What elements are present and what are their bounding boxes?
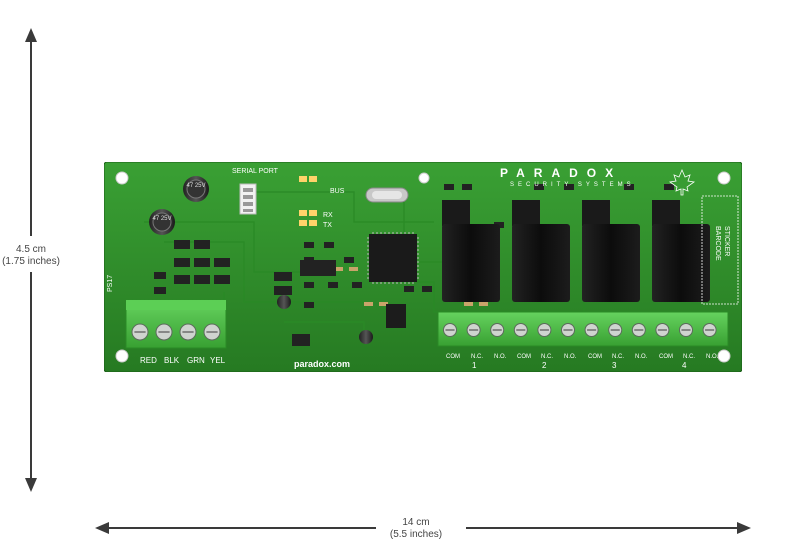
capacitor-value: 47 25V (152, 216, 171, 222)
mounting-hole (717, 349, 731, 363)
width-cm: 14 cm (402, 517, 430, 528)
width-label: 14 cm (5.5 inches) (384, 517, 448, 541)
microcontroller-chip (367, 232, 419, 284)
terminal-label: N.C. (683, 354, 695, 360)
wire-label-grn: GRN (187, 356, 205, 365)
mounting-hole (115, 171, 129, 185)
barcode-sticker-area: BARCODE STICKER (701, 195, 739, 305)
height-label: 4.5 cm (1.75 inches) (0, 244, 62, 268)
height-line-bottom (30, 272, 32, 480)
mounting-hole (418, 172, 430, 184)
mounting-hole (115, 349, 129, 363)
width-inches: (5.5 inches) (389, 529, 443, 540)
terminal-label: N.C. (612, 354, 624, 360)
status-leds (299, 176, 317, 226)
wire-label-blk: BLK (164, 356, 180, 365)
wire-labels: RED BLK GRN YEL (140, 356, 226, 365)
relay-terminal-block (437, 311, 729, 347)
arrow-left-icon (95, 522, 109, 534)
arrow-down-icon (25, 478, 37, 492)
ic-chip (300, 260, 336, 276)
relay-number: 3 (612, 361, 617, 370)
mounting-hole (717, 171, 731, 185)
model-label: PS17 (107, 275, 114, 292)
website-label: paradox.com (294, 359, 350, 369)
relay-2 (512, 200, 570, 302)
maple-leaf-icon (668, 168, 696, 196)
terminal-label: COM (517, 354, 531, 360)
terminal-label: COM (588, 354, 602, 360)
terminal-label: COM (659, 354, 673, 360)
relay-number: 1 (472, 361, 477, 370)
terminal-label: N.O. (564, 354, 577, 360)
tx-led-label: TX (323, 222, 332, 229)
arrow-up-icon (25, 28, 37, 42)
sticker-label: STICKER (723, 226, 730, 256)
electrolytic-capacitor: 47 25V 47 25V (149, 176, 373, 344)
height-cm: 4.5 cm (15, 244, 46, 255)
relay-number: 2 (542, 361, 547, 370)
power-terminal-block (125, 299, 227, 349)
brand-logo: PARADOX SECURITY SYSTEMS (500, 166, 696, 196)
wire-label-yel: YEL (210, 356, 226, 365)
brand-name: PARADOX (500, 166, 622, 180)
bus-led-label: BUS (330, 188, 345, 195)
height-line-top (30, 40, 32, 236)
relay-module-board: 47 25V 47 25V SERIAL PORT BUS RX TX (104, 162, 742, 372)
rx-led-label: RX (323, 212, 333, 219)
height-inches: (1.75 inches) (2, 256, 60, 267)
relay-3 (582, 200, 640, 302)
terminal-label: N.O. (706, 354, 719, 360)
terminal-label: N.C. (471, 354, 483, 360)
crystal-oscillator (365, 187, 409, 203)
terminal-label: N.O. (635, 354, 648, 360)
serial-port-connector (239, 183, 257, 215)
serial-port-label: SERIAL PORT (232, 168, 279, 175)
barcode-label: BARCODE (714, 226, 721, 261)
brand-subtitle: SECURITY SYSTEMS (510, 182, 635, 188)
relay-number: 4 (682, 361, 687, 370)
relay-1 (442, 200, 500, 302)
width-line-left (108, 527, 376, 529)
arrow-right-icon (737, 522, 751, 534)
relay-number-labels: 1 2 3 4 (472, 361, 687, 370)
terminal-label: N.O. (494, 354, 507, 360)
relay-4 (652, 200, 710, 302)
relay-terminal-labels: COM N.C. N.O. COM N.C. N.O. COM N.C. N.O… (446, 354, 719, 360)
capacitor-value: 47 25V (186, 183, 205, 189)
ic-chip (386, 304, 406, 328)
terminal-label: COM (446, 354, 460, 360)
wire-label-red: RED (140, 356, 157, 365)
terminal-label: N.C. (541, 354, 553, 360)
width-line-right (466, 527, 738, 529)
